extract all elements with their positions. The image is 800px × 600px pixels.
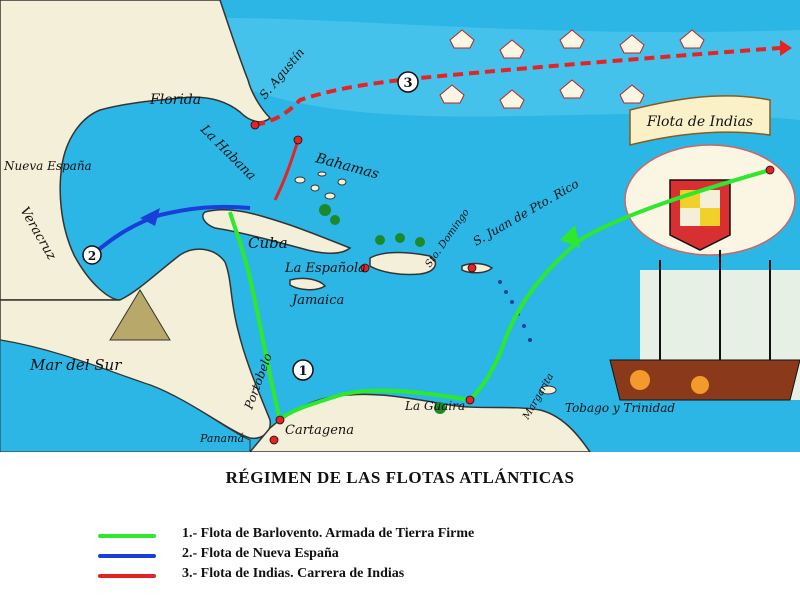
pyramid-icon [109, 289, 171, 341]
route-marker-1: 1 [292, 359, 314, 381]
route-flota-de-indias [254, 46, 781, 127]
island-la-espanola [369, 251, 437, 276]
route-marker-3: 3 [397, 71, 419, 93]
legend-item-indias: 3.- Flota de Indias. Carrera de Indias [98, 566, 698, 586]
route-marker-2: 2 [82, 245, 102, 265]
flota-banner [629, 95, 771, 146]
island-cuba [202, 208, 352, 254]
legend-swatch-barlovento [98, 534, 156, 538]
legend: 1.- Flota de Barlovento. Armada de Tierr… [98, 526, 698, 586]
palm-trees [319, 204, 446, 414]
route-marker-3-text: 3 [403, 76, 412, 91]
route-marker-1-text: 1 [298, 364, 307, 379]
sea-pacific [0, 339, 251, 452]
map-svg: 1 2 3 Flota de Indias Florida S. Agustín… [0, 0, 800, 452]
route-nueva-espana-arrowhead [140, 208, 160, 226]
label-panama: Panamá [199, 432, 244, 445]
islands-bahamas [294, 171, 347, 200]
land-north-america [0, 0, 272, 301]
route-marker-2-text: 2 [88, 249, 96, 263]
port-markers [250, 120, 775, 445]
legend-item-barlovento: 1.- Flota de Barlovento. Armada de Tierr… [98, 526, 698, 546]
island-jamaica [289, 277, 327, 291]
caribbean-map: 1 2 3 Flota de Indias Florida S. Agustín… [0, 0, 800, 452]
label-jamaica: Jamaica [289, 293, 344, 308]
route-flota-de-indias-south [273, 139, 300, 201]
legend-swatch-indias [98, 574, 156, 578]
legend-swatch-nueva-espana [98, 554, 156, 558]
legend-label-nueva-espana: 2.- Flota de Nueva España [182, 546, 339, 561]
route-indias-arrowhead [780, 40, 792, 56]
legend-label-indias: 3.- Flota de Indias. Carrera de Indias [182, 566, 405, 581]
route-flota-barlovento [228, 168, 771, 424]
island-margarita [539, 385, 557, 395]
legend-label-barlovento: 1.- Flota de Barlovento. Armada de Tierr… [182, 526, 475, 541]
label-la-guaira: La Guaira [404, 399, 465, 413]
map-title: RÉGIMEN DE LAS FLOTAS ATLÁNTICAS [225, 468, 575, 487]
label-florida: Florida [149, 92, 201, 108]
island-puerto-rico [461, 262, 494, 274]
label-cartagena: Cartagena [285, 423, 354, 438]
flota-banner-text: Flota de Indias [646, 114, 753, 130]
legend-item-nueva-espana: 2.- Flota de Nueva España [98, 546, 698, 566]
label-nueva-espana: Nueva España [3, 159, 92, 173]
label-cuba: Cuba [248, 234, 288, 252]
label-mar-del-sur: Mar del Sur [29, 356, 122, 374]
route-flota-nueva-espana [90, 204, 251, 257]
fleet-ships [439, 29, 705, 109]
label-tobago-y-trinidad: Tobago y Trinidad [565, 401, 675, 415]
galleon-illustration [609, 250, 800, 401]
label-la-espanola: La Española [284, 261, 366, 276]
route-barlovento-arrowhead [560, 225, 580, 248]
